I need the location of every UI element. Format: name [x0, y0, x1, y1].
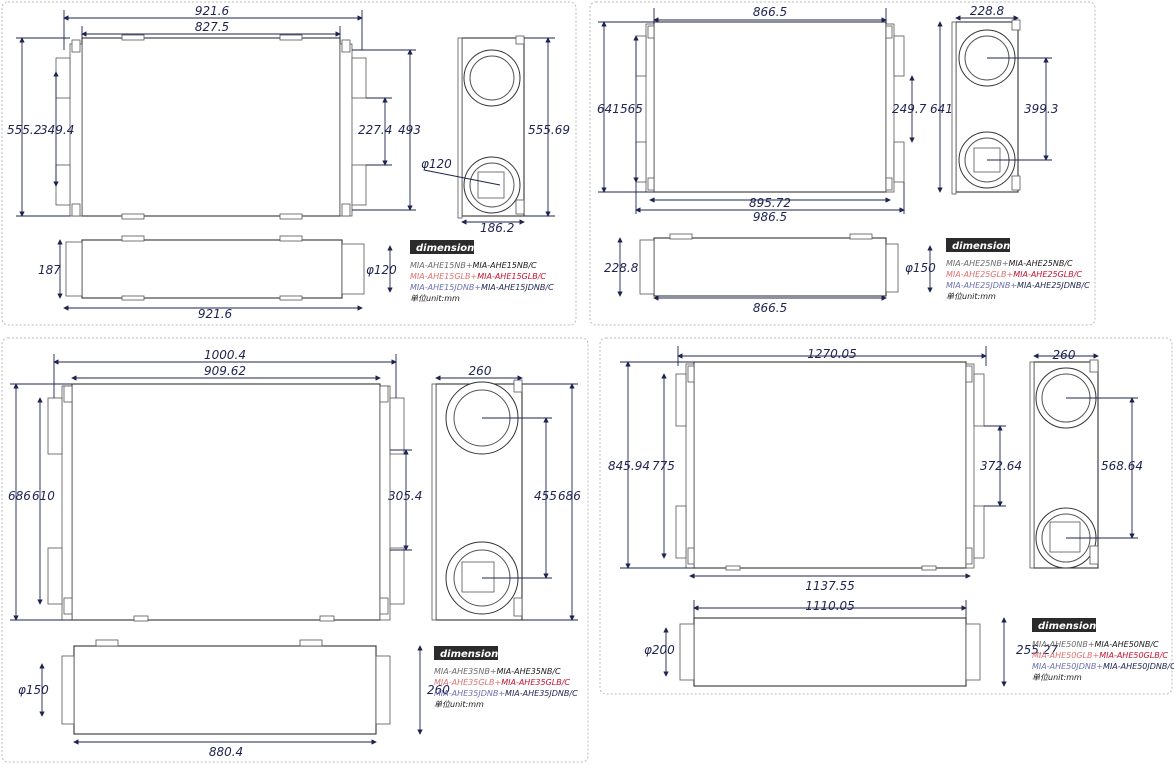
- panel2-dims: [598, 8, 915, 214]
- p2-dimensions-badge: [946, 238, 1010, 252]
- p1-dim-right-outer: 493: [398, 123, 421, 137]
- p3-dim-top-inner: 909.62: [204, 364, 246, 378]
- p2-dim-top: 866.5: [753, 5, 787, 19]
- panel1-bottom-dims: [57, 239, 393, 311]
- p1-dim-top-total: 921.6: [195, 4, 230, 18]
- p4-dim-bottom-top: 1110.05: [805, 599, 855, 613]
- p4-dim-right-inner: 372.64: [980, 459, 1022, 473]
- p4-model-row-3: MIA-AHE50JDNB+MIA-AHE50JDNB/C: [1032, 662, 1174, 671]
- panel2-front-view: [635, 21, 905, 193]
- panel4-side-view: [1029, 359, 1099, 569]
- p1-badge-label: dimensions: [416, 243, 480, 254]
- p4-model-row-1: MIA-AHE50NB+MIA-AHE50NB/C: [1032, 640, 1159, 649]
- panel2-bottom-dims: [617, 237, 933, 301]
- p3-dim-side-top: 260: [469, 364, 492, 378]
- p1-dimensions-badge: [410, 240, 474, 254]
- panel3-side-dims: [435, 375, 578, 621]
- p1-dim-bottom-duct: φ120: [366, 263, 397, 277]
- panel4-bottom-dims: [663, 600, 1007, 687]
- p3-dimensions-badge: [434, 646, 498, 660]
- panel4-frame: [599, 337, 1173, 695]
- panel2-side-dims: [937, 15, 1052, 193]
- p2-dim-bottom-inner: 895.72: [749, 196, 791, 210]
- p4-dim-bottom-duct: φ200: [644, 643, 675, 657]
- p3-dim-bottom-duct: φ150: [18, 683, 49, 697]
- p3-dim-top-total: 1000.4: [204, 348, 246, 362]
- panel3-dims: [10, 354, 412, 621]
- p2-dim-left-inner: 565: [620, 102, 643, 116]
- p4-unit: 单位unit:mm: [1032, 673, 1082, 682]
- p2-dim-bottom-duct: φ150: [905, 261, 936, 275]
- p3-badge-label: dimensions: [440, 649, 504, 660]
- p2-dim-bottom-width: 866.5: [753, 301, 787, 315]
- p1-model-row-1: MIA-AHE15NB+MIA-AHE15NB/C: [410, 261, 537, 270]
- p3-dim-bottom-height: 260: [427, 683, 450, 697]
- p3-dim-left-inner: 610: [32, 489, 55, 503]
- p4-dimensions-badge: [1032, 618, 1096, 632]
- p1-dim-bottom-width: 921.6: [198, 307, 233, 321]
- panel1-dimension-lines: [16, 10, 416, 217]
- p4-dim-left-inner: 775: [652, 459, 675, 473]
- p4-dim-side-top: 260: [1053, 348, 1076, 362]
- p1-dim-side-height: 555.69: [528, 123, 570, 137]
- panel4-dims: [620, 346, 1006, 579]
- panel4-bottom-view: [679, 617, 981, 687]
- p1-dim-right-inner: 227.4: [358, 123, 392, 137]
- panel1-side-view: [457, 35, 525, 219]
- panel4-side-dims: [1033, 353, 1138, 539]
- panel3-frame: [1, 337, 589, 763]
- panel1-front-view: [55, 34, 367, 220]
- p1-dim-top-inner: 827.5: [195, 20, 229, 34]
- p1-dim-duct: φ120: [421, 157, 452, 171]
- p2-dim-left-outer: 641: [597, 102, 620, 116]
- p2-badge-label: dimensions: [952, 241, 1016, 252]
- p2-dim-bottom-height: 228.8: [604, 261, 639, 275]
- p1-dim-bottom-height: 187: [38, 263, 61, 277]
- panel2-side-view: [951, 19, 1021, 195]
- p2-dim-side-top: 228.8: [970, 4, 1005, 18]
- p3-dim-left-outer: 686: [8, 489, 31, 503]
- p1-model-row-3: MIA-AHE15JDNB+MIA-AHE15JDNB/C: [410, 283, 554, 292]
- p1-dim-side-width: 186.2: [480, 221, 514, 235]
- p4-dim-bottom-height: 255.27: [1016, 643, 1058, 657]
- panel2-bottom-view: [639, 233, 899, 297]
- p1-dim-left-inner: 349.4: [40, 123, 74, 137]
- panel4-front-view: [675, 361, 985, 571]
- p3-unit: 单位unit:mm: [434, 700, 484, 709]
- p4-dim-bottom-inner: 1137.55: [805, 579, 855, 593]
- p2-model-row-1: MIA-AHE25NB+MIA-AHE25NB/C: [946, 259, 1073, 268]
- p3-model-row-3: MIA-AHE35JDNB+MIA-AHE35JDNB/C: [434, 689, 578, 698]
- p2-dim-right-inner: 249.7: [892, 102, 927, 116]
- p1-dim-left-outer: 555.2: [7, 123, 41, 137]
- p1-model-row-2: MIA-AHE15GLB+MIA-AHE15GLB/C: [410, 272, 546, 281]
- p4-dim-side-mid: 568.64: [1101, 459, 1143, 473]
- panel1-frame: [1, 1, 577, 326]
- panel1-side-dims: [423, 37, 555, 225]
- p3-dim-bottom-width: 880.4: [209, 745, 243, 759]
- panel3-bottom-view: [61, 639, 391, 735]
- panel3-bottom-dims: [39, 645, 423, 745]
- p3-dim-right-inner: 305.4: [388, 489, 422, 503]
- p4-dim-top: 1270.05: [807, 347, 857, 361]
- panel3-side-view: [431, 379, 523, 621]
- p3-model-row-1: MIA-AHE35NB+MIA-AHE35NB/C: [434, 667, 561, 676]
- p2-dim-side-mid: 399.3: [1024, 102, 1058, 116]
- p1-unit: 单位unit:mm: [410, 294, 460, 303]
- p4-dim-left-outer: 845.94: [608, 459, 650, 473]
- panel2-frame: [589, 1, 1096, 326]
- panel3-front-view: [47, 383, 405, 622]
- p4-model-row-2: MIA-AHE50GLB+MIA-AHE50GLB/C: [1032, 651, 1168, 660]
- panel1-bottom-view: [65, 235, 365, 301]
- p3-dim-side-mid: 455: [534, 489, 557, 503]
- p2-dim-bottom-outer: 986.5: [753, 210, 787, 224]
- p2-model-row-2: MIA-AHE25GLB+MIA-AHE25GLB/C: [946, 270, 1082, 279]
- p2-model-row-3: MIA-AHE25JDNB+MIA-AHE25JDNB/C: [946, 281, 1090, 290]
- p2-unit: 单位unit:mm: [946, 292, 996, 301]
- p4-badge-label: dimensions: [1038, 621, 1102, 632]
- p3-dim-side-height: 686: [558, 489, 581, 503]
- p2-dim-side-height: 641: [930, 102, 953, 116]
- p3-model-row-2: MIA-AHE35GLB+MIA-AHE35GLB/C: [434, 678, 570, 687]
